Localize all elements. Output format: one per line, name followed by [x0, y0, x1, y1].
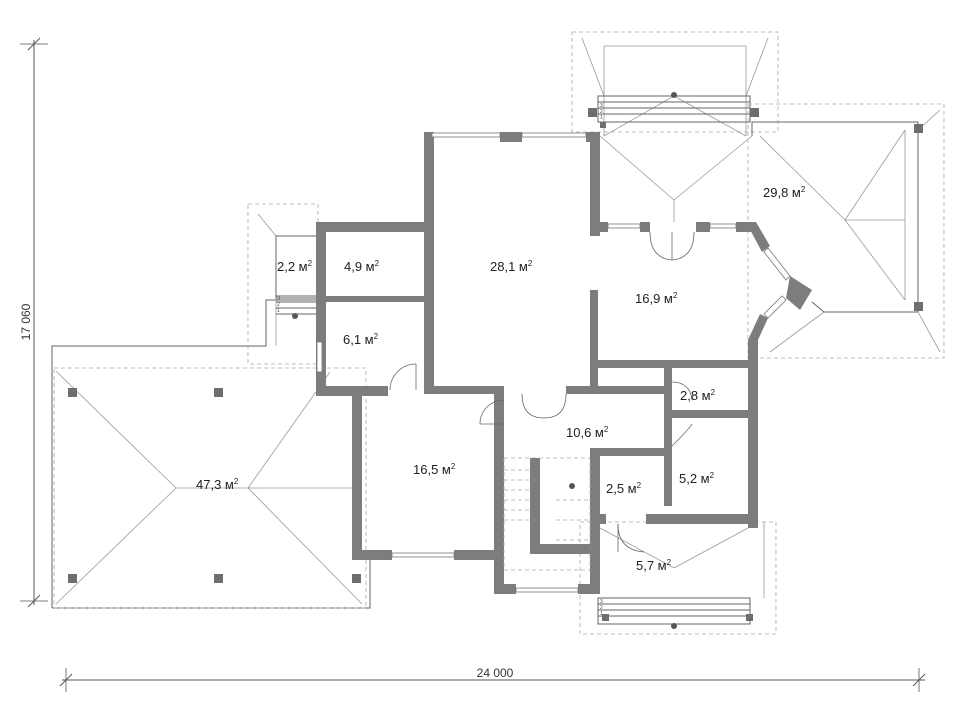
north-porch: 3 2 1 [571, 31, 779, 137]
stairs [503, 457, 591, 571]
step-number: 2 [600, 109, 603, 115]
room-area-label: 47,3 м2 [196, 477, 239, 492]
step-number: 1 [277, 308, 280, 314]
step-number: 1 [600, 611, 603, 617]
step-number: 1 [600, 115, 603, 121]
room-area-label: 28,1 м2 [490, 259, 533, 274]
step-number: 3 [600, 599, 603, 605]
step-number: 2 [277, 302, 280, 308]
room-area-label: 29,8 м2 [763, 185, 806, 200]
walls [316, 132, 812, 594]
room-area-label: 6,1 м2 [343, 332, 379, 347]
height-dimension-label: 17 060 [19, 303, 33, 340]
dimension-vertical: 17 060 [19, 37, 48, 608]
room-area-label: 16,5 м2 [413, 462, 456, 477]
south-porch: 3 2 1 [579, 521, 777, 635]
room-area-label: 5,2 м2 [679, 471, 715, 486]
west-terrace [51, 299, 371, 609]
room-area-label: 2,5 м2 [606, 481, 642, 496]
room-area-label: 2,8 м2 [680, 388, 716, 403]
step-number: 3 [600, 103, 603, 109]
width-dimension-label: 24 000 [477, 666, 514, 680]
step-number: 3 [277, 296, 280, 302]
dimension-horizontal: 24 000 [59, 666, 926, 692]
room-area-label: 5,7 м2 [636, 558, 672, 573]
doors [389, 231, 695, 553]
step-number: 2 [600, 605, 603, 611]
east-terrace [599, 103, 945, 359]
room-area-label: 10,6 м2 [566, 425, 609, 440]
room-area-label: 4,9 м2 [344, 259, 380, 274]
nw-porch: 3 2 1 [247, 203, 319, 365]
room-area-label: 2,2 м2 [277, 259, 313, 274]
room-area-label: 16,9 м2 [635, 291, 678, 306]
windows [316, 132, 791, 593]
room-labels: 47,3 м2 2,2 м2 4,9 м2 6,1 м2 28,1 м2 16,… [196, 185, 806, 573]
